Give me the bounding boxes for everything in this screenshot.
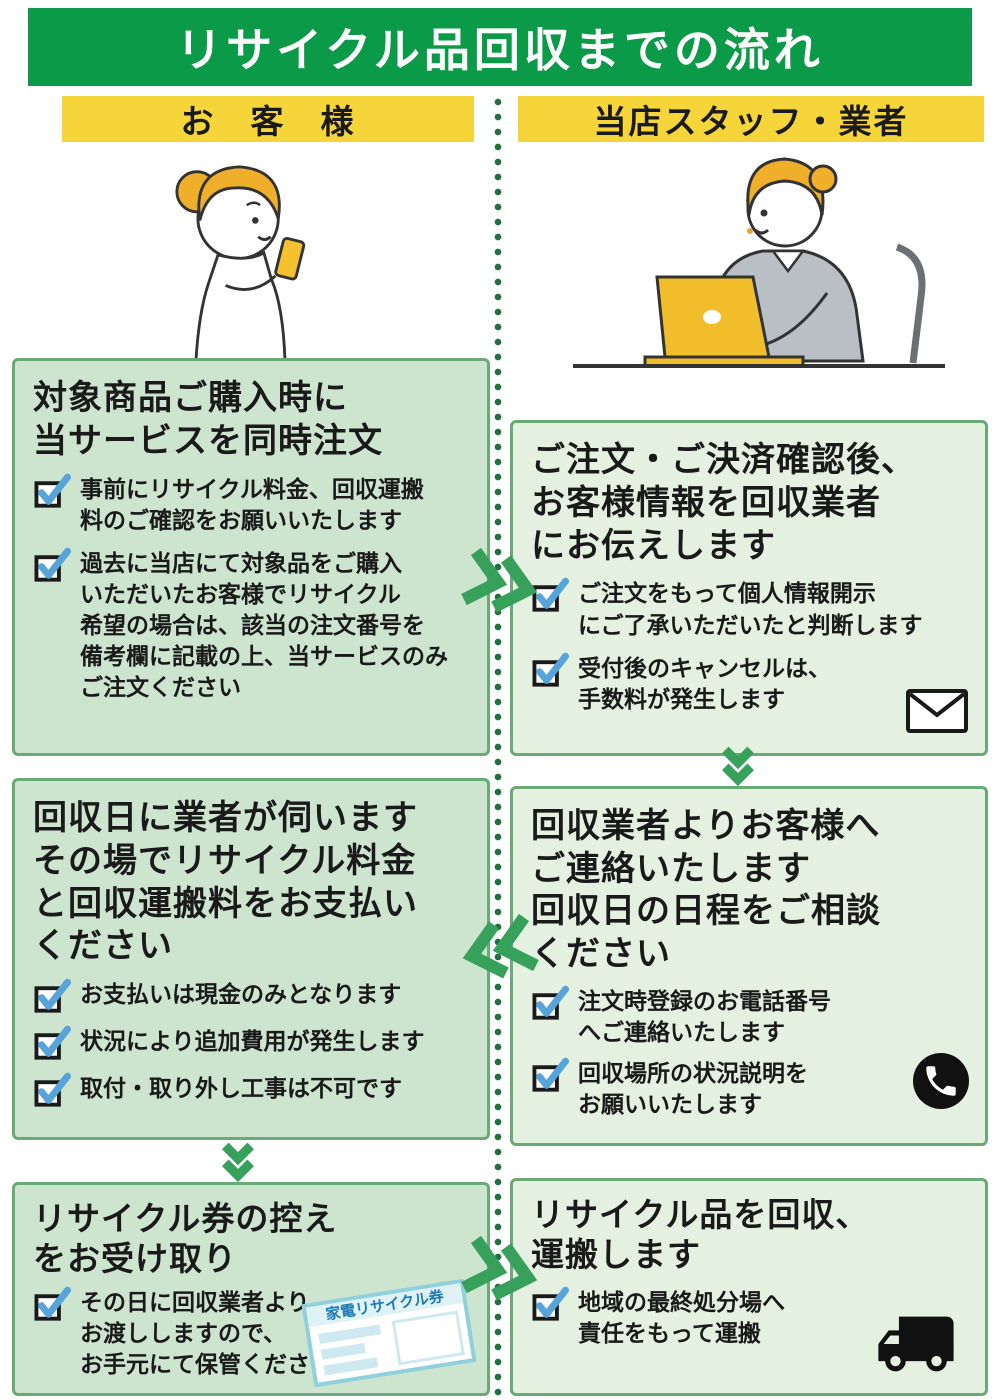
staff-at-laptop-illustration xyxy=(573,157,945,368)
staff-column-label: 当店スタッフ・業者 xyxy=(593,102,909,141)
phone-icon xyxy=(913,1053,969,1109)
step-contact-title: 回収業者よりお客様へ ご連絡いたします 回収日の日程をご相談 ください xyxy=(531,806,881,974)
step-box-order: 対象商品ご購入時に 当サービスを同時注文 事前にリサイクル料金、回収運搬 料のご… xyxy=(12,358,490,756)
truck-icon xyxy=(878,1316,954,1372)
checked-checkbox-icon xyxy=(33,977,71,1015)
checklist-item: 事前にリサイクル料金、回収運搬 料のご確認をお願いいたします xyxy=(33,472,469,537)
flow-arrow-right-icon xyxy=(445,1227,554,1314)
flow-arrow-right-icon xyxy=(445,539,554,626)
column-header-customer: お 客 様 xyxy=(62,96,474,142)
checked-checkbox-icon xyxy=(531,984,569,1022)
step-notify-title: ご注文・ご決済確認後、 お客様情報を回収業者 にお伝えします xyxy=(531,440,916,566)
checked-checkbox-icon xyxy=(531,1056,569,1094)
step-box-ticket: リサイクル券の控え をお受け取り その日に回収業者より お渡ししますので、 お手… xyxy=(12,1182,490,1396)
checklist-text: その日に回収業者より お渡ししますので、 お手元にて保管ください xyxy=(80,1289,333,1378)
checklist-text: 受付後のキャンセルは、 手数料が発生します xyxy=(578,655,831,713)
checklist-item: 過去に当店にて対象品をご購入 いただいたお客様でリサイクル 希望の場合は、該当の… xyxy=(33,546,469,704)
checklist-item: 注文時登録のお電話番号 へご連絡いたします xyxy=(531,984,967,1049)
page-title-text: リサイクル品回収までの流れ xyxy=(176,23,824,77)
checked-checkbox-icon xyxy=(531,576,569,614)
checked-checkbox-icon xyxy=(33,1285,71,1323)
checklist-item: 受付後のキャンセルは、 手数料が発生します xyxy=(531,651,967,716)
column-divider-dotted-line xyxy=(492,96,504,1396)
checklist-item: 状況により追加費用が発生します xyxy=(33,1024,469,1062)
checked-checkbox-icon xyxy=(33,1024,71,1062)
column-header-staff: 当店スタッフ・業者 xyxy=(518,96,984,142)
checklist-item: 地域の最終処分場へ 責任をもって運搬 xyxy=(531,1285,967,1350)
step-box-notify: ご注文・ご決済確認後、 お客様情報を回収業者 にお伝えします ご注文をもって個人… xyxy=(510,420,988,756)
checklist-text: 取付・取り外し工事は不可です xyxy=(80,1076,402,1103)
step-box-pickup: リサイクル品を回収、 運搬します 地域の最終処分場へ 責任をもって運搬 xyxy=(510,1178,988,1396)
checklist-text: 注文時登録のお電話番号 へご連絡いたします xyxy=(578,989,831,1047)
customer-column-label: お 客 様 xyxy=(180,102,356,141)
checklist-text: 状況により追加費用が発生します xyxy=(80,1029,425,1056)
checked-checkbox-icon xyxy=(531,1285,569,1323)
checklist-text: お支払いは現金のみとなります xyxy=(80,982,402,1009)
flow-arrow-left-icon xyxy=(445,905,554,992)
step-pickup-title: リサイクル品を回収、 運搬します xyxy=(531,1195,870,1275)
checked-checkbox-icon xyxy=(531,651,569,689)
flow-arrow-down-icon xyxy=(214,1140,262,1184)
envelope-icon xyxy=(906,689,968,733)
checklist-text: 事前にリサイクル料金、回収運搬 料のご確認をお願いいたします xyxy=(80,476,424,534)
step-box-contact: 回収業者よりお客様へ ご連絡いたします 回収日の日程をご相談 ください 注文時登… xyxy=(510,786,988,1146)
checked-checkbox-icon xyxy=(33,472,71,510)
step-ticket-title: リサイクル券の控え をお受け取り xyxy=(33,1199,338,1279)
recycle-ticket-illustration: 家電リサイクル券 xyxy=(301,1279,477,1387)
checklist-item: 取付・取り外し工事は不可です xyxy=(33,1071,469,1109)
checked-checkbox-icon xyxy=(33,546,71,584)
page-title: リサイクル品回収までの流れ xyxy=(28,8,972,86)
step-payment-title: 回収日に業者が伺います その場でリサイクル料金 と回収運搬料をお支払い ください xyxy=(33,798,418,967)
checklist-text: 回収場所の状況説明を お願いいたします xyxy=(578,1061,808,1119)
customer-with-phone-illustration xyxy=(175,165,306,362)
step-order-title: 対象商品ご購入時に 当サービスを同時注文 xyxy=(33,378,383,461)
checklist-text: ご注文をもって個人情報開示 にご了承いただいたと判断します xyxy=(578,581,923,639)
checklist-item: お支払いは現金のみとなります xyxy=(33,977,469,1015)
checklist-text: 地域の最終処分場へ 責任をもって運搬 xyxy=(578,1289,785,1347)
checklist-item: 回収場所の状況説明を お願いいたします xyxy=(531,1056,967,1121)
checklist-text: 過去に当店にて対象品をご購入 いただいたお客様でリサイクル 希望の場合は、該当の… xyxy=(80,550,448,701)
checklist-item: ご注文をもって個人情報開示 にご了承いただいたと判断します xyxy=(531,576,967,641)
step-box-payment: 回収日に業者が伺います その場でリサイクル料金 と回収運搬料をお支払い ください… xyxy=(12,778,490,1140)
checklist-item: その日に回収業者より お渡ししますので、 お手元にて保管ください xyxy=(33,1285,469,1381)
flow-arrow-down-icon xyxy=(714,744,762,788)
checked-checkbox-icon xyxy=(33,1071,71,1109)
